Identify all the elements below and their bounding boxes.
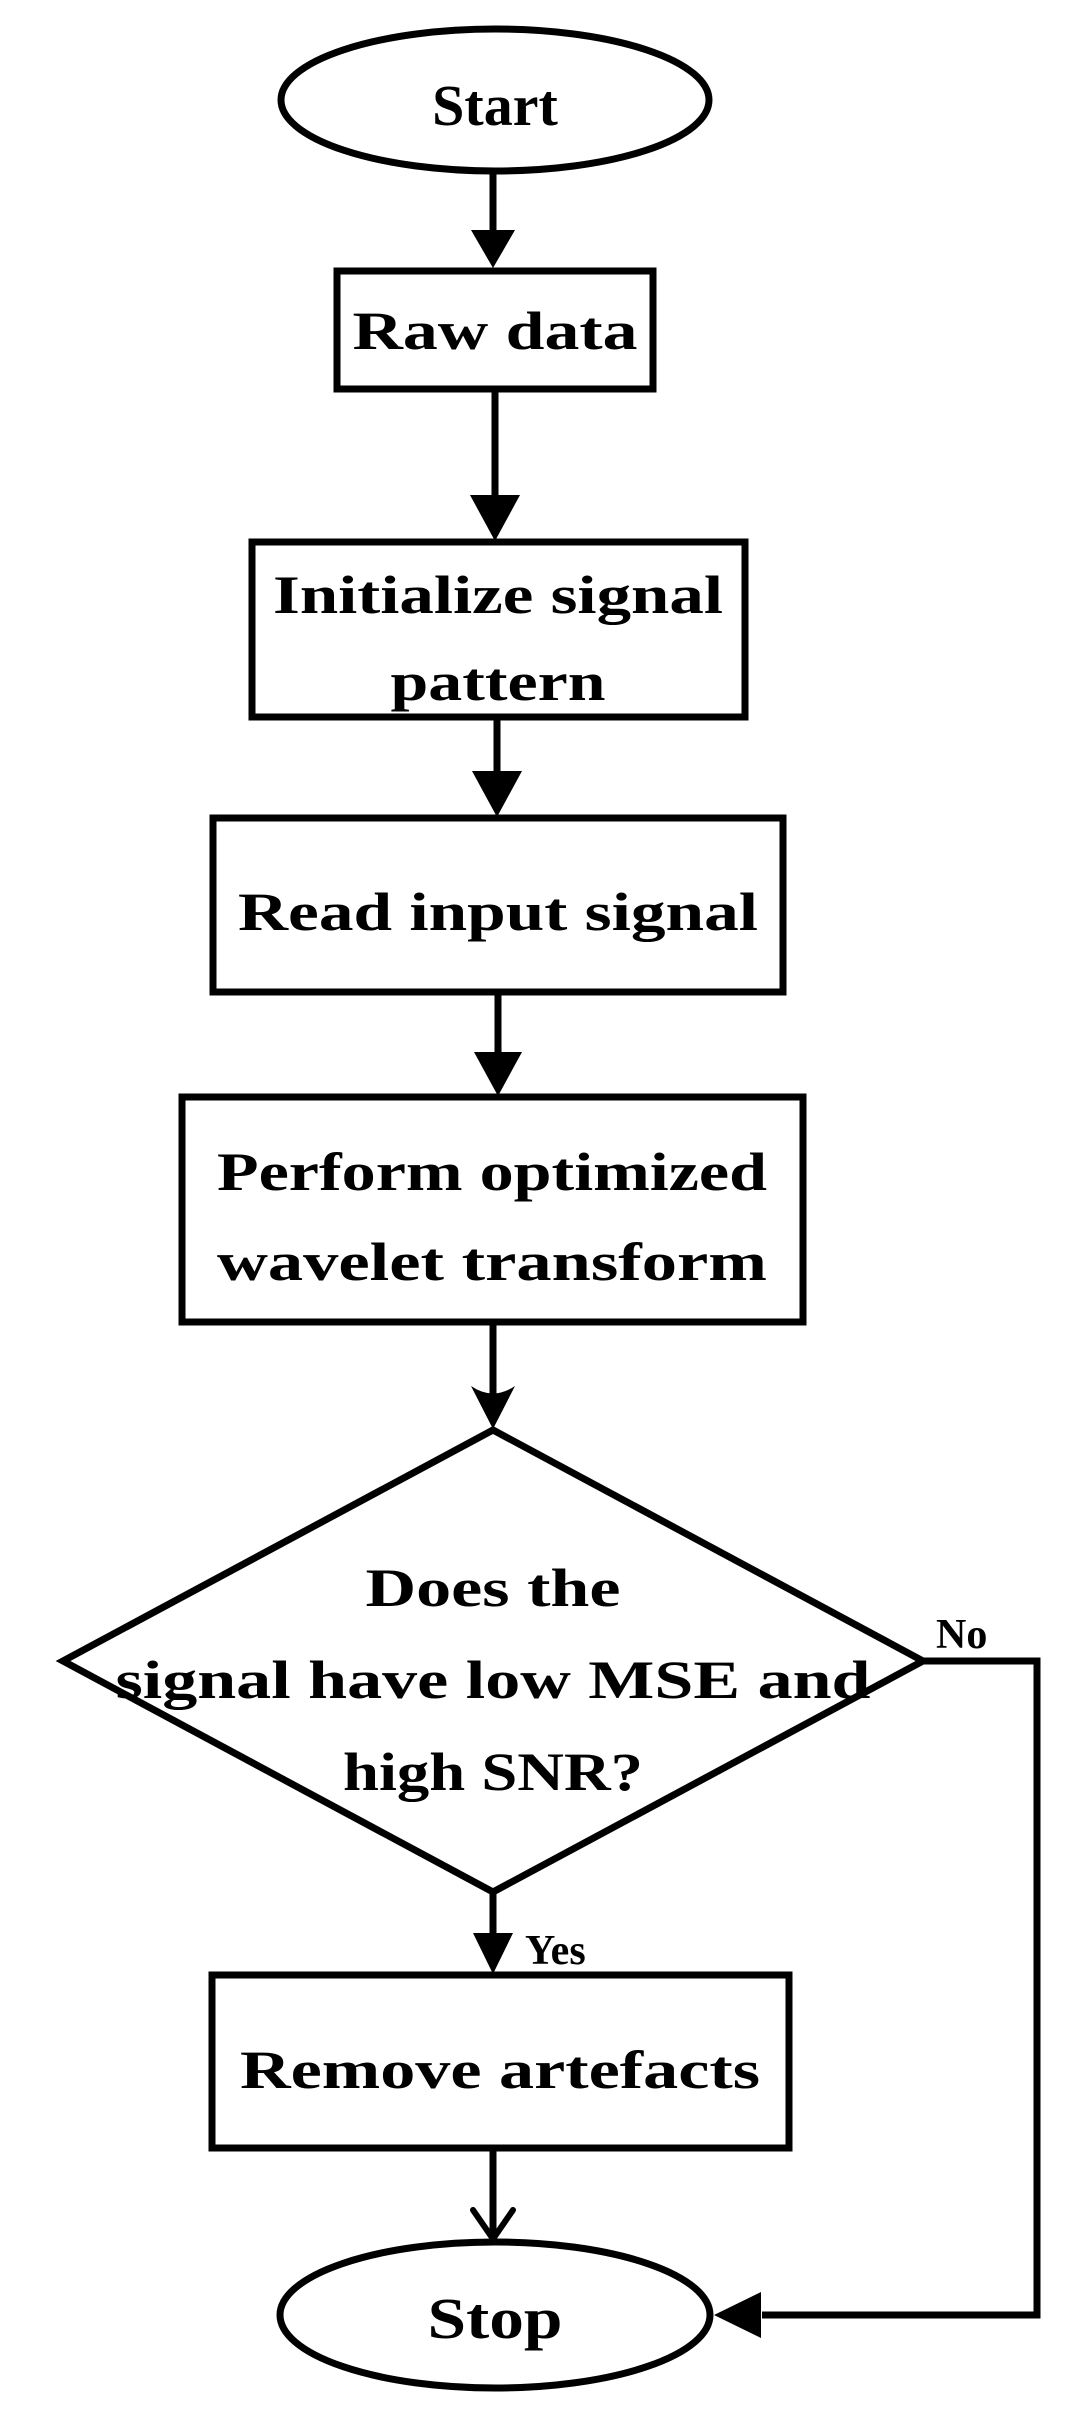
stop-terminator (276, 2238, 714, 2392)
edge-remove-to-stop (470, 2147, 516, 2245)
start-terminator (277, 25, 713, 175)
stop-label: Stop (428, 2286, 563, 2351)
remove-artefacts-label: Remove artefacts (240, 2040, 760, 2100)
edge-decision-no-to-stop (714, 1657, 1041, 2338)
edge-wavelet-to-decision (471, 1321, 515, 1429)
raw-data-label: Raw data (353, 301, 638, 361)
edge-raw-data-to-initialize (470, 388, 520, 541)
wavelet-label-line1: Perform optimized (217, 1142, 767, 1202)
decision-diamond (55, 1426, 931, 1896)
start-label: Start (432, 73, 558, 138)
perform-wavelet-transform-process (178, 1093, 807, 1326)
arrowhead-down-icon (471, 230, 515, 268)
read-input-signal-process (209, 814, 787, 996)
edge-read-input-to-wavelet (474, 991, 522, 1096)
edge-decision-yes-to-remove (473, 1891, 513, 1974)
arrowhead-down-icon (473, 1933, 513, 1974)
initialize-signal-pattern-process (248, 538, 749, 721)
arrowhead-left-icon (714, 2292, 761, 2338)
yes-branch-label: Yes (525, 1928, 586, 1974)
initialize-label-line1: Initialize signal (273, 565, 723, 625)
arrowhead-down-icon (474, 1052, 522, 1096)
wavelet-label-line2: wavelet transform (217, 1232, 767, 1292)
remove-artefacts-process (208, 1971, 793, 2152)
no-branch-label: No (936, 1612, 987, 1658)
initialize-label-line2: pattern (391, 652, 606, 712)
decision-label-line2: signal have low MSE and (116, 1650, 871, 1710)
read-input-signal-label: Read input signal (238, 882, 758, 942)
edge-start-to-raw-data (471, 171, 515, 268)
raw-data-process (333, 267, 657, 393)
arrowhead-down-icon (471, 1386, 515, 1429)
edge-initialize-to-read-input (472, 716, 522, 817)
decision-label-line3: high SNR? (343, 1742, 643, 1802)
decision-label-line1: Does the (366, 1558, 621, 1618)
arrowhead-down-icon (472, 771, 522, 817)
arrowhead-down-icon (470, 495, 520, 541)
